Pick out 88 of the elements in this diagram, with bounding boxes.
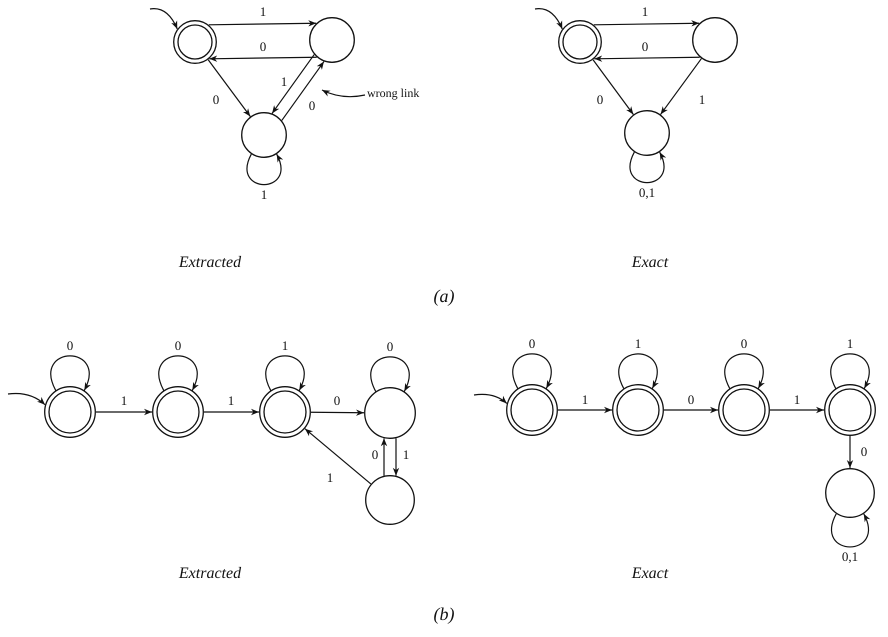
transition-arrow xyxy=(660,58,702,115)
self-loop-arrow xyxy=(830,353,870,389)
transition-arrow xyxy=(208,20,316,27)
edge-label: 1 xyxy=(402,448,410,462)
edge-label: 0 xyxy=(740,336,748,351)
edge-label: 0 xyxy=(308,99,316,113)
edge-label: 1 xyxy=(582,393,588,407)
edge-label: 0 xyxy=(860,445,868,459)
leader-line xyxy=(322,89,366,98)
edge-label: 1 xyxy=(634,336,642,351)
diagram-caption: Exact xyxy=(632,254,668,272)
self-loop-arrow xyxy=(630,152,666,184)
accepting-state-circle xyxy=(173,20,217,64)
edge-label: 1 xyxy=(326,471,334,485)
state-circle xyxy=(241,112,287,158)
edge-label: 0 xyxy=(174,338,182,353)
accepting-state-circle xyxy=(44,386,96,438)
transition-arrow xyxy=(311,409,364,416)
self-loop-arrow xyxy=(724,353,764,389)
edge-label: 0 xyxy=(334,394,340,408)
start-arrow xyxy=(474,394,508,404)
transition-arrow xyxy=(208,59,251,117)
edge-label: 1 xyxy=(794,393,800,407)
edge-label: 1 xyxy=(282,338,288,353)
diagram-caption: Exact xyxy=(632,565,668,583)
transition-arrow xyxy=(664,406,718,414)
panel-label: (a) xyxy=(434,286,454,307)
accepting-state-circle xyxy=(558,20,602,64)
transition-arrow xyxy=(281,61,324,121)
start-arrow xyxy=(534,8,563,30)
edge-label: 0 xyxy=(596,93,604,107)
edge-label: 0 xyxy=(372,448,378,462)
transition-arrow xyxy=(392,438,400,476)
state-circle xyxy=(692,17,738,63)
start-arrow xyxy=(150,8,178,30)
edge-label: 0,1 xyxy=(638,186,656,200)
edge-label: 0 xyxy=(212,93,220,107)
transition-arrow xyxy=(304,428,372,484)
self-loop-arrow xyxy=(50,355,90,391)
transition-arrow xyxy=(96,408,152,416)
transition-arrow xyxy=(846,436,854,468)
diagram-caption: Extracted xyxy=(178,565,242,583)
self-loop-arrow xyxy=(512,353,552,389)
transition-arrow xyxy=(594,20,700,27)
edge-label: 0 xyxy=(528,336,536,351)
state-circle xyxy=(624,110,670,156)
transition-arrow xyxy=(272,54,315,114)
diagram-caption: Extracted xyxy=(178,254,242,272)
edge-label: 0 xyxy=(386,340,394,354)
state-circle xyxy=(825,468,875,518)
annotation-label: wrong link xyxy=(367,86,420,100)
start-arrow xyxy=(8,392,46,406)
edge-label: 0 xyxy=(260,40,266,54)
edge-label: 0 xyxy=(688,393,694,407)
edge-label: 1 xyxy=(846,336,854,351)
edge-label: 0,1 xyxy=(842,550,858,564)
accepting-state-circle xyxy=(152,386,204,438)
edge-label: 1 xyxy=(698,93,706,107)
panel-label: (b) xyxy=(434,604,454,625)
accepting-state-circle xyxy=(824,384,876,436)
self-loop-arrow xyxy=(370,356,410,392)
transition-arrow xyxy=(770,406,824,414)
edge-label: 0 xyxy=(66,338,74,353)
self-loop-arrow xyxy=(246,154,283,186)
accepting-state-circle xyxy=(612,384,664,436)
edge-label: 1 xyxy=(120,394,128,408)
self-loop-arrow xyxy=(265,355,306,391)
accepting-state-circle xyxy=(718,384,770,436)
self-loop-arrow xyxy=(618,353,658,389)
transition-arrow xyxy=(380,438,388,476)
transition-arrow xyxy=(558,406,612,414)
self-loop-arrow xyxy=(158,355,198,391)
state-circle xyxy=(364,387,416,439)
edge-label: 1 xyxy=(260,188,268,202)
edge-label: 1 xyxy=(280,75,288,89)
state-circle xyxy=(365,475,415,525)
transition-arrow xyxy=(209,55,317,62)
transition-arrow xyxy=(592,59,634,115)
edge-label: 1 xyxy=(642,5,648,19)
self-loop-arrow xyxy=(831,514,870,548)
accepting-state-circle xyxy=(506,384,558,436)
accepting-state-circle xyxy=(259,386,311,438)
transition-arrow xyxy=(204,408,259,416)
edge-label: 1 xyxy=(260,5,266,19)
edge-label: 1 xyxy=(228,394,234,408)
edge-label: 0 xyxy=(642,40,648,54)
transition-arrow xyxy=(594,55,700,62)
state-circle xyxy=(309,17,355,63)
